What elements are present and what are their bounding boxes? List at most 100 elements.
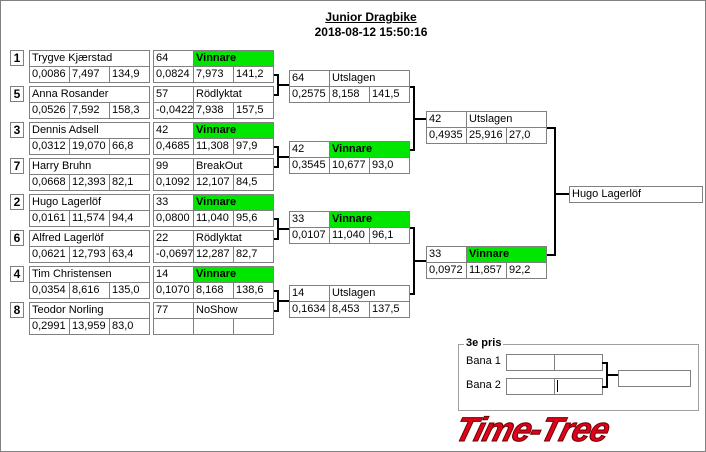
- reaction-time: 0,4685: [153, 138, 194, 155]
- elapsed-time: 11,574: [69, 210, 110, 227]
- connector-line: [410, 227, 414, 229]
- speed: [233, 318, 274, 335]
- reaction-time: 0,1634: [289, 301, 330, 318]
- car-number[interactable]: 14: [289, 285, 330, 302]
- driver-name[interactable]: Anna Rosander: [29, 86, 150, 103]
- speed: 83,0: [109, 318, 150, 335]
- connector-line: [547, 254, 555, 256]
- text-cursor: [557, 380, 558, 392]
- connector-line: [274, 74, 278, 76]
- car-number[interactable]: 33: [153, 194, 194, 211]
- lane2-field-a[interactable]: [506, 378, 555, 395]
- car-number[interactable]: 99: [153, 158, 194, 175]
- final-winner[interactable]: Hugo Lagerlöf: [569, 186, 703, 203]
- car-number[interactable]: 22: [153, 230, 194, 247]
- connector-line: [274, 238, 278, 240]
- speed: 141,5: [369, 86, 410, 103]
- driver-name[interactable]: Trygve Kjærstad: [29, 50, 150, 67]
- result-status: Vinnare: [193, 194, 274, 211]
- result-status: Utslagen: [329, 285, 410, 302]
- elapsed-time: 7,938: [193, 102, 234, 119]
- elapsed-time: 7,592: [69, 102, 110, 119]
- driver-name[interactable]: Alfred Lagerlöf: [29, 230, 150, 247]
- speed: 82,7: [233, 246, 274, 263]
- lane1-label: Bana 1: [466, 355, 501, 367]
- connector-line: [410, 86, 414, 88]
- driver-name[interactable]: Tim Christensen: [29, 266, 150, 283]
- car-number[interactable]: 42: [153, 122, 194, 139]
- car-number[interactable]: 42: [426, 111, 467, 128]
- seed-number: 8: [10, 302, 24, 318]
- reaction-time: -0,0422: [153, 102, 194, 119]
- elapsed-time: 8,453: [329, 301, 370, 318]
- connector-line: [277, 228, 289, 230]
- elapsed-time: 11,308: [193, 138, 234, 155]
- driver-name[interactable]: Harry Bruhn: [29, 158, 150, 175]
- car-number[interactable]: 64: [289, 70, 330, 87]
- connector-line: [277, 84, 289, 86]
- speed: 141,2: [233, 66, 274, 83]
- connector-line: [413, 118, 426, 120]
- lane1-field-b[interactable]: [554, 354, 603, 371]
- connector-line: [606, 374, 618, 376]
- seed-number: 1: [10, 50, 24, 66]
- elapsed-time: 11,857: [466, 262, 507, 279]
- speed: 66,8: [109, 138, 150, 155]
- car-number[interactable]: 57: [153, 86, 194, 103]
- car-number[interactable]: 33: [426, 246, 467, 263]
- reaction-time: 0,0800: [153, 210, 194, 227]
- connector-line: [413, 260, 426, 262]
- connector-line: [274, 94, 278, 96]
- car-number[interactable]: 14: [153, 266, 194, 283]
- elapsed-time: 11,040: [193, 210, 234, 227]
- reaction-time: 0,0312: [29, 138, 70, 155]
- connector-line: [410, 149, 414, 151]
- reaction-time: 0,0161: [29, 210, 70, 227]
- reaction-time: -0,0697: [153, 246, 194, 263]
- speed: 137,5: [369, 301, 410, 318]
- driver-name[interactable]: Teodor Norling: [29, 302, 150, 319]
- result-status: Rödlyktat: [193, 86, 274, 103]
- elapsed-time: 12,793: [69, 246, 110, 263]
- elapsed-time: [193, 318, 234, 335]
- seed-number: 6: [10, 230, 24, 246]
- elapsed-time: 7,497: [69, 66, 110, 83]
- speed: 134,9: [109, 66, 150, 83]
- seed-number: 4: [10, 266, 24, 282]
- speed: 93,0: [369, 157, 410, 174]
- result-status: Vinnare: [466, 246, 547, 263]
- result-status: Vinnare: [193, 50, 274, 67]
- connector-line: [602, 386, 607, 388]
- reaction-time: 0,0526: [29, 102, 70, 119]
- third-place-group: [458, 344, 699, 411]
- elapsed-time: 25,916: [466, 127, 507, 144]
- connector-line: [274, 290, 278, 292]
- connector-line: [274, 218, 278, 220]
- speed: 157,5: [233, 102, 274, 119]
- driver-name[interactable]: Hugo Lagerlöf: [29, 194, 150, 211]
- result-status: Utslagen: [466, 111, 547, 128]
- lane1-field-a[interactable]: [506, 354, 555, 371]
- reaction-time: 0,0621: [29, 246, 70, 263]
- time-tree-logo: Time-Tree: [451, 411, 614, 450]
- car-number[interactable]: 42: [289, 141, 330, 158]
- connector-line: [274, 146, 278, 148]
- seed-number: 5: [10, 86, 24, 102]
- elapsed-time: 8,616: [69, 282, 110, 299]
- connector-line: [602, 362, 607, 364]
- lane2-label: Bana 2: [466, 379, 501, 391]
- elapsed-time: 10,677: [329, 157, 370, 174]
- reaction-time: 0,0972: [426, 262, 467, 279]
- driver-name[interactable]: Dennis Adsell: [29, 122, 150, 139]
- car-number[interactable]: 64: [153, 50, 194, 67]
- car-number[interactable]: 33: [289, 211, 330, 228]
- car-number[interactable]: 77: [153, 302, 194, 319]
- reaction-time: 0,0086: [29, 66, 70, 83]
- third-place-winner[interactable]: [618, 370, 691, 387]
- elapsed-time: 7,973: [193, 66, 234, 83]
- speed: 138,6: [233, 282, 274, 299]
- result-status: Vinnare: [193, 122, 274, 139]
- speed: 27,0: [506, 127, 547, 144]
- lane2-field-b[interactable]: [554, 378, 603, 395]
- reaction-time: 0,2991: [29, 318, 70, 335]
